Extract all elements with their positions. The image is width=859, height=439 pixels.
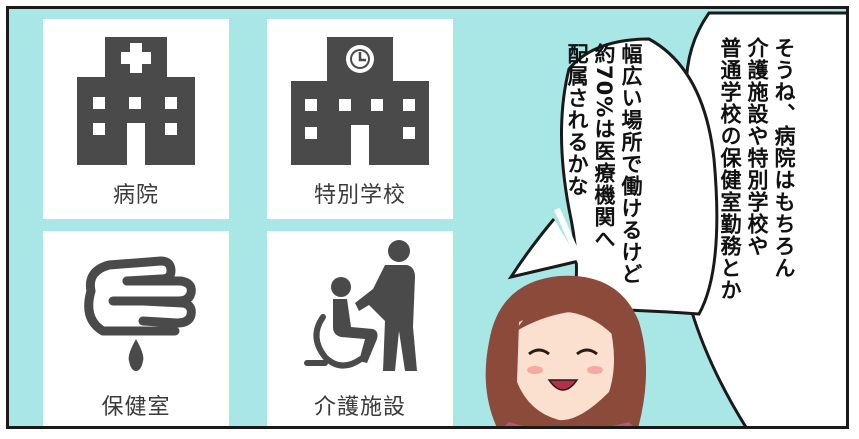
character-woman (485, 275, 647, 426)
card-care-facility: 介護施設 (267, 231, 453, 426)
card-health-room: 保健室 (43, 231, 229, 426)
card-school-label: 特別学校 (313, 183, 406, 208)
caregiver-icon (304, 240, 417, 371)
card-school: 特別学校 (267, 19, 453, 219)
school-icon (291, 37, 429, 165)
card-hospital: 病院 (43, 19, 229, 219)
speech-bubble-1-text: そうね、病院はもちろん 介護施設や特別学校や 普通学校の保健室勤務とか (718, 37, 796, 301)
hand-wash-icon (84, 256, 196, 371)
speech-bubble-shape (507, 11, 846, 426)
card-care-facility-label: 介護施設 (313, 395, 406, 420)
panel-frame: 病院 (6, 6, 849, 429)
card-health-room-label: 保健室 (101, 395, 171, 420)
card-hospital-label: 病院 (112, 183, 159, 208)
speech-bubble-2-text: 幅広い場所で働けるけど 約70%は医療機関へ 配属されるかな (565, 43, 643, 285)
hospital-icon (77, 37, 195, 165)
